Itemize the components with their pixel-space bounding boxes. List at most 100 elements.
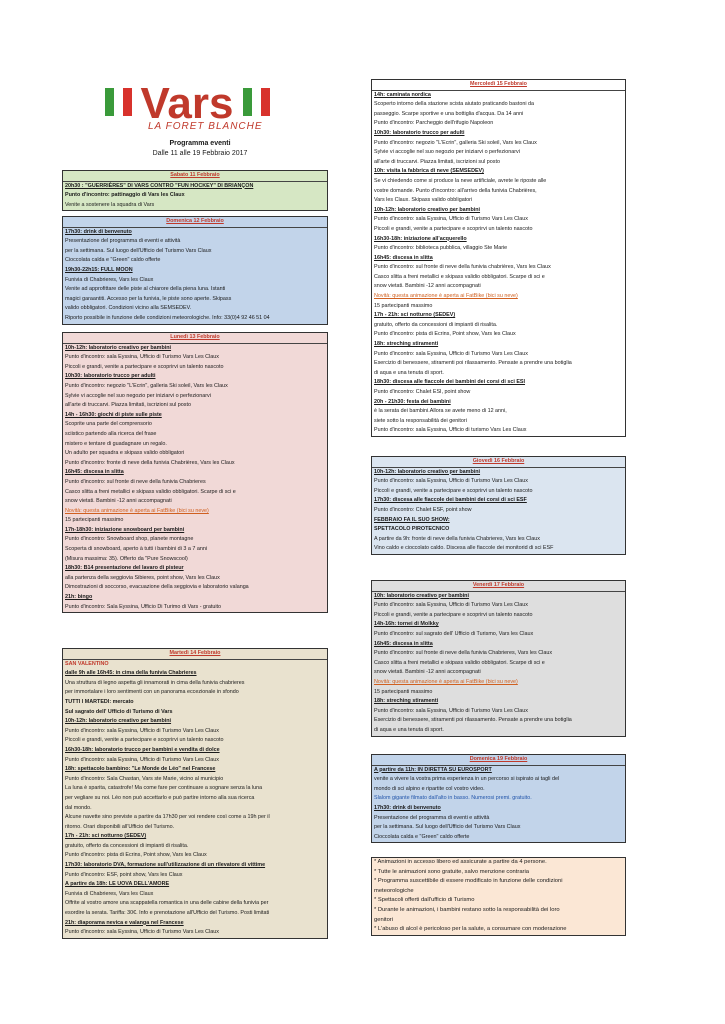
- event-title: 17h30: drink di benvenuto: [65, 228, 132, 235]
- event-title: FEBBRAIO FA IL SUO SHOW:: [374, 516, 450, 523]
- event-title: A partire da 11h: IN DIRETTA SU EUROSPOR…: [374, 766, 492, 773]
- event-line: Novità: questa animazione è aperta ai Fa…: [374, 678, 518, 685]
- event-line: 15 partecipanti massimo: [65, 517, 124, 524]
- event-line: Piccoli e grandi, venite a partecipare e…: [374, 611, 533, 618]
- event-line: Piccoli e grandi, venite a partecipare e…: [374, 487, 533, 494]
- event-title: 14h - 16h30: giochi di piste sulle piste: [65, 411, 162, 418]
- event-line: La luna è sparita, catastrofe! Ma come f…: [65, 785, 263, 792]
- event-line: Scoprite una parte del comprensorio: [65, 421, 152, 428]
- event-line: vostre domande. Punto d'incontro: all'ar…: [374, 187, 537, 194]
- event-title: 16h30-18h: laboratorio trucco per bambin…: [65, 746, 220, 753]
- event-line: Offrite al vostro amore una scappatella …: [65, 900, 269, 907]
- event-line: Punto d'incontro: sala Eyssina, Ufficio …: [65, 756, 219, 763]
- event-title: 17h - 21h: sci notturno (SEDEV): [374, 312, 456, 319]
- event-title: 21h: bingo: [65, 594, 93, 601]
- event-line: Punto d'incontro: sala Eyssina, Ufficio …: [65, 727, 219, 734]
- event-line: Venite ad approfittare delle piste al ch…: [65, 286, 226, 293]
- event-line: dal mondo.: [65, 804, 92, 811]
- event-line: ritorno. Orari disponibili all'Ufficio d…: [65, 823, 175, 830]
- event-line: * L'abuso di alcol è pericoloso per la s…: [374, 926, 567, 933]
- event-line: all'arte di truccarvi. Piazza limitati, …: [65, 402, 191, 409]
- day-header: Sabato 11 Febbraio: [63, 171, 327, 182]
- event-title: 17h30: discesa alle fiaccole dei bambini…: [374, 497, 527, 504]
- event-line: (Misura massima: 35). Offerto da "Pure S…: [65, 555, 188, 562]
- event-line: Punto d'incontro: negozio "L'Ecrin", gal…: [65, 382, 228, 389]
- event-title: 18h: streching stiramenti: [374, 341, 439, 348]
- event-title: 10h: laboratorio creativo per bambini: [374, 592, 469, 599]
- event-title: dalle 9h alle 16h45: in cima della funiv…: [65, 670, 197, 677]
- event-line: Punto d'incontro: ESF, point show, Vars …: [65, 871, 183, 878]
- event-line: Punto d'incontro: sul fronte di neve del…: [374, 650, 553, 657]
- event-line: Punto d'incontro: sul fronte di neve del…: [65, 478, 206, 485]
- day-header: Lunedì 13 Febbraio: [63, 333, 327, 344]
- event-line: Vars les Claux. Skipass valido obbligato…: [374, 197, 473, 204]
- event-line: Slalom gigante filmato dall'alto in bass…: [374, 795, 532, 802]
- event-line: Punto d'incontro: Snowboard shop, planet…: [65, 536, 194, 543]
- event-line: gratuito, offerto da concessioni di impi…: [65, 842, 189, 849]
- event-line: Punto d'incontro: pattinaggio di Vars le…: [65, 192, 185, 199]
- event-line: Piccoli e grandi, venite a partecipare e…: [65, 363, 224, 370]
- event-title: 18h30: discesa alle fiaccole dei bambini…: [374, 379, 526, 386]
- event-line: magici garaantiti. Accesso per la funivi…: [65, 295, 232, 302]
- day-header: Martedì 14 Febbraio: [63, 649, 327, 660]
- event-title: 18h: spettacolo bambino: "Le Monde de Lé…: [65, 766, 216, 773]
- event-line: esordire la serata. Tariffa: 30€. Info e…: [65, 910, 270, 917]
- event-line: Se vi chiedendo come si produce la neve …: [374, 177, 547, 184]
- day-box-sabato: Sabato 11 Febbraio 20h30 : "GUERRIÈRES" …: [62, 170, 328, 212]
- event-line: 15 partecipanti massimo: [374, 302, 433, 309]
- event-line: alla partenza della seggiovia Sibieres, …: [65, 574, 220, 581]
- event-title: 19h30-22h15: FULL MOON: [65, 266, 133, 273]
- event-line: passeggio. Scarpe sportive e una bottigl…: [374, 110, 524, 117]
- event-title: 16h45: discesa in slitta: [374, 254, 433, 261]
- event-line: Punto d'incontro: sala Eyssina, Ufficio …: [374, 478, 528, 485]
- event-title: 16h45: discesa in slitta: [65, 469, 124, 476]
- event-line: Casco slitta a freni metallici e skipass…: [65, 488, 236, 495]
- event-line: Una struttura di legno aspetta gli innam…: [65, 679, 245, 686]
- event-line: Cioccolata calda e "Green" caldo offerte: [65, 257, 161, 264]
- event-line: Punto d'incontro: Parcheggio dell'rifugi…: [374, 120, 494, 127]
- event-line: è la serata dei bambini.Allora se avete …: [374, 408, 507, 415]
- event-line: Punto d'incontro: negozio "L'Ecrin", gal…: [374, 139, 537, 146]
- event-line: Esercizio di benessere, stiramenti poi r…: [374, 717, 572, 724]
- event-line: per la settimana. Sul luogo dell'Ufficio…: [374, 824, 521, 831]
- event-line: Punto d'incontro: sala Eyssina, Ufficio …: [374, 350, 528, 357]
- event-line: Punto d'incontro: sala Eyssina, Ufficio …: [374, 216, 528, 223]
- event-line: Punto d'incontro: sala Eyssina, Ufficio …: [65, 354, 219, 361]
- event-line: Dimostrazioni di soccorso, evacuazione d…: [65, 584, 249, 591]
- event-line: snow vietati. Bambini -12 anni accompagn…: [374, 283, 481, 290]
- day-header: Venerdì 17 Febbraio: [372, 581, 625, 592]
- event-line: Punto d'incontro: Chalet ESF, point show: [374, 506, 472, 513]
- event-line: mistero e tentare di guadagnare un regal…: [65, 440, 167, 447]
- event-line: Presentazione del programma di eventi e …: [374, 814, 490, 821]
- logo-text: Vars: [141, 79, 234, 128]
- event-title: 16h30-18h: iniziazione all'acquerello: [374, 235, 467, 242]
- event-line: Sul sagrato dell' Ufficio di Turismo di …: [65, 708, 173, 715]
- event-title: 17h-18h30: iniziazione snowboard per bam…: [65, 526, 185, 533]
- day-box-giovedi-16: Giovedì 16 Febbraio 10h-12h: laboratorio…: [371, 456, 626, 555]
- event-line: A partire da 9h: fronte di neve della fu…: [374, 535, 540, 542]
- event-line: per immortalare i loro sentimenti con un…: [65, 689, 239, 696]
- event-line: * Durante le animazioni, i bambini resta…: [374, 906, 560, 913]
- event-line: Funivia di Chabrieres, Vars les Claux: [65, 276, 154, 283]
- event-line: * Animazioni in accesso libero ed assicu…: [374, 859, 547, 865]
- event-line: di aqua e una tenuta di sport.: [374, 369, 444, 376]
- event-line: Casco slitta a freni metallici e skipass…: [374, 273, 545, 280]
- day-box-mercoledi-15: Mercoledì 15 Febbraio 14h: caminata nord…: [371, 79, 626, 437]
- event-line: Punto d'incontro: sul fronte di neve del…: [374, 264, 551, 271]
- page-dates: Dalle 11 alle 19 Febbraio 2017: [152, 150, 248, 157]
- event-line: Punto d'incontro: Sala Chastan, Vars ste…: [65, 775, 224, 782]
- event-line: Punto d'incontro: pista di Ecrins, Point…: [65, 852, 207, 859]
- event-line: Punto d'incontro: sala Eyssina, Ufficio …: [374, 602, 528, 609]
- event-line: snow vietati. Bambini -12 anni accompagn…: [65, 498, 172, 505]
- event-line: gratuito, offerto da concessioni di impi…: [374, 321, 498, 328]
- event-line: per vegliare su noi. Léo non può accetta…: [65, 794, 255, 801]
- event-line: Piccoli e grandi, venite a partecipare e…: [374, 225, 533, 232]
- event-line: Venite a sostenere la squadra di Vars: [65, 201, 155, 208]
- event-title: 10h30: laboratorio trucco per adulti: [374, 129, 465, 136]
- day-header: Domenica 12 Febbraio: [63, 217, 327, 228]
- event-title: 18h: streching stiramenti: [374, 698, 439, 705]
- day-box-domenica-19: Domenica 19 Febbraio A partire da 11h: I…: [371, 754, 626, 844]
- page-title: Programma eventi: [169, 140, 231, 147]
- event-line: Punto d'incontro: sul sagrato dell' Uffi…: [374, 630, 534, 637]
